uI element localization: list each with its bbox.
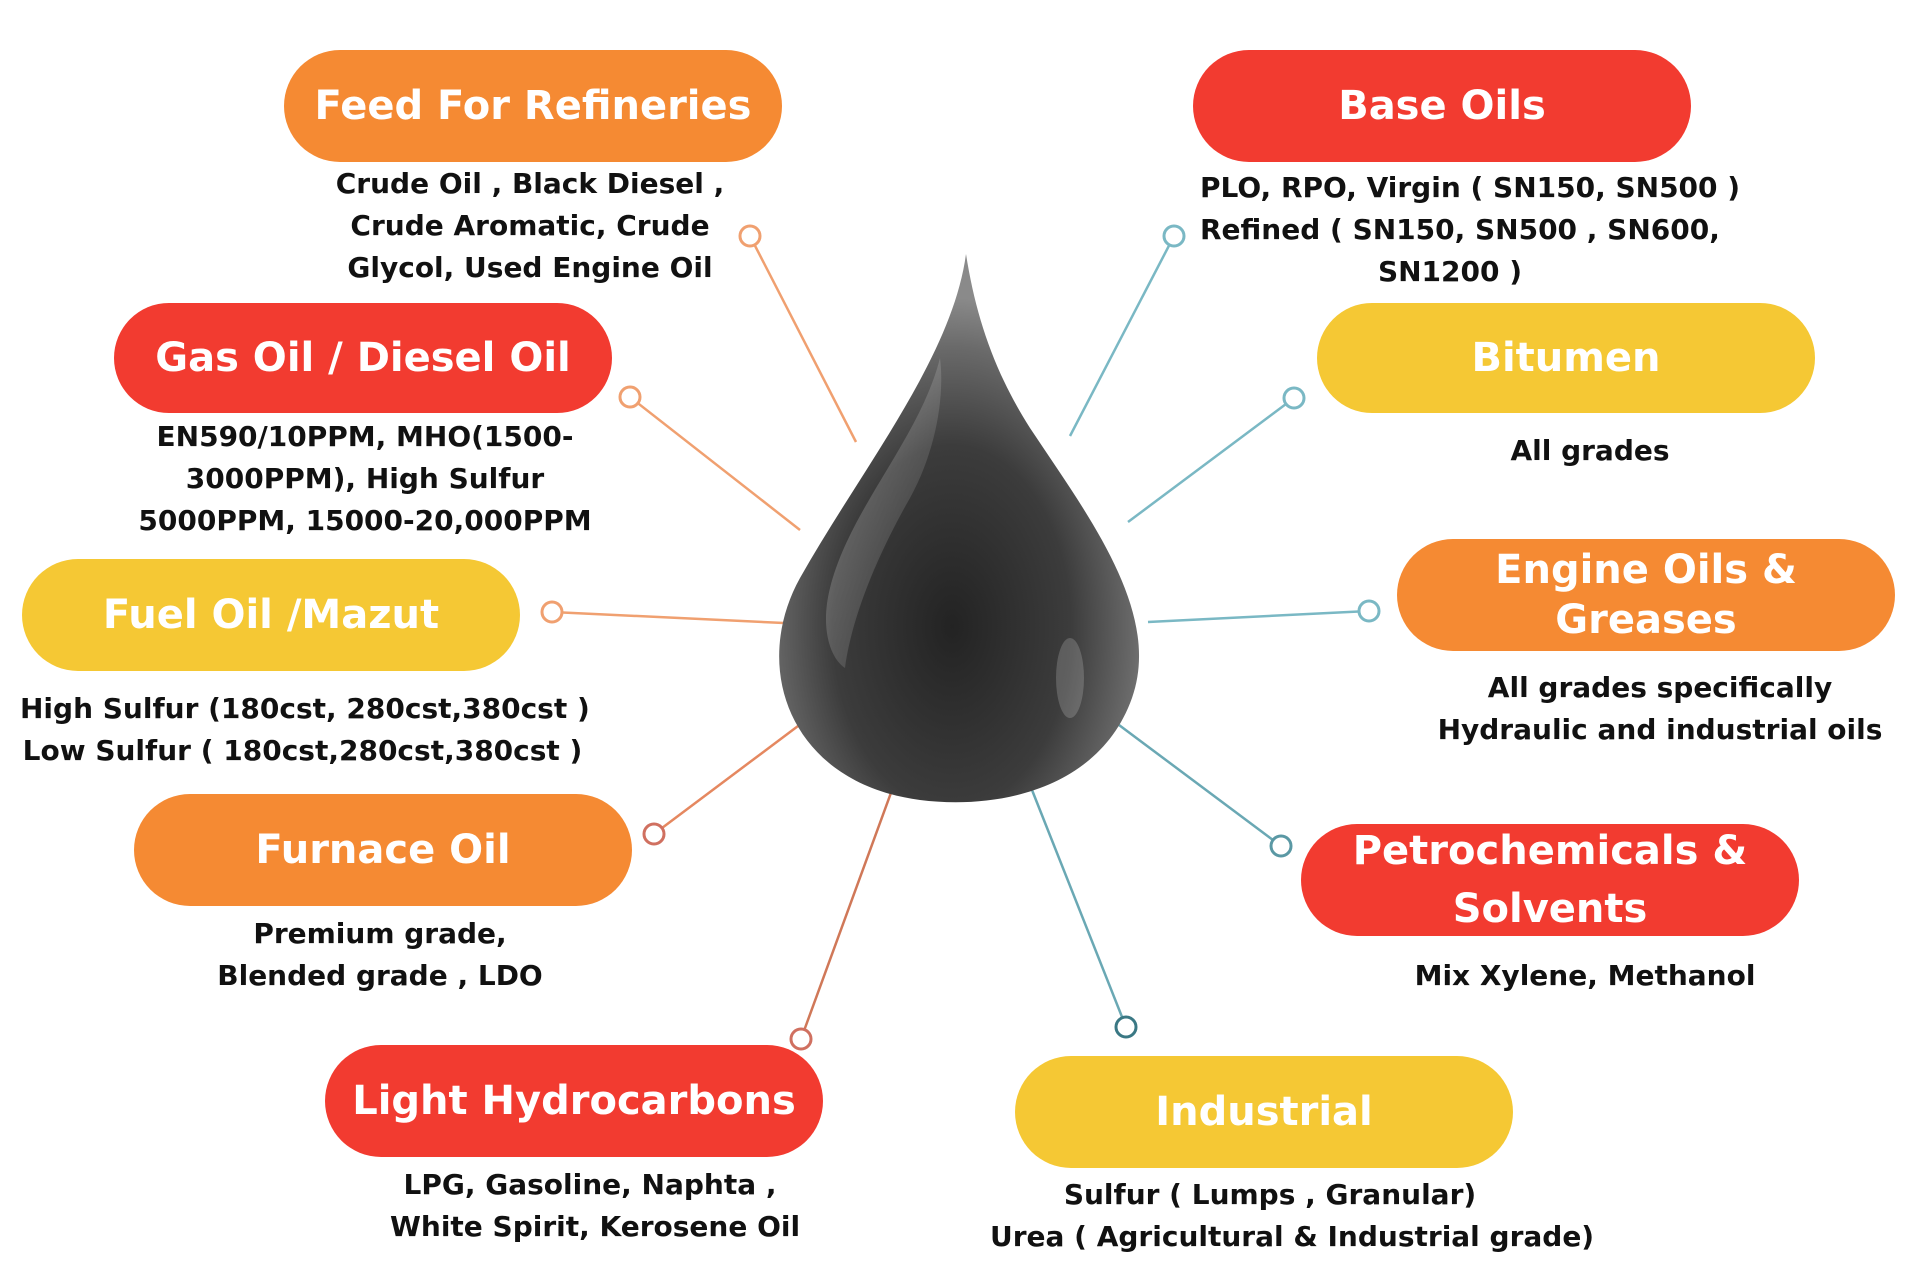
pill-light-hydrocarbons[interactable]: Light Hydrocarbons xyxy=(325,1045,823,1157)
desc-line: Low Sulfur ( 180cst,280cst,380cst ) xyxy=(22,734,583,767)
desc-fuel-oil-mazut: High Sulfur (180cst, 280cst,380cst ) Low… xyxy=(20,688,590,772)
desc-furnace-oil: Premium grade, Blended grade , LDO xyxy=(200,913,560,997)
desc-line: EN590/10PPM, MHO(1500- xyxy=(156,420,574,453)
pill-feed-for-refineries[interactable]: Feed For Refineries xyxy=(284,50,782,162)
desc-petrochemicals-solvents: Mix Xylene, Methanol xyxy=(1380,955,1790,997)
desc-engine-oils-greases: All grades specifically Hydraulic and in… xyxy=(1415,667,1905,751)
pill-bitumen[interactable]: Bitumen xyxy=(1317,303,1815,413)
pill-title: Bitumen xyxy=(1471,335,1661,381)
desc-line: LPG, Gasoline, Naphta , xyxy=(403,1168,777,1201)
pill-title: Engine Oils & Greases xyxy=(1495,547,1797,643)
desc-line: Mix Xylene, Methanol xyxy=(1414,959,1756,992)
pill-fuel-oil-mazut[interactable]: Fuel Oil /Mazut xyxy=(22,559,520,671)
connector-engine xyxy=(1147,599,1381,624)
desc-line: High Sulfur (180cst, 280cst,380cst ) xyxy=(20,692,590,725)
desc-line: SN1200 ) xyxy=(1377,255,1523,288)
desc-line: Refined ( SN150, SN500 , SN600, xyxy=(1200,213,1720,246)
pill-gas-oil-diesel-oil[interactable]: Gas Oil / Diesel Oil xyxy=(114,303,612,413)
pill-title: Fuel Oil /Mazut xyxy=(102,592,440,638)
desc-line: Hydraulic and industrial oils xyxy=(1437,713,1883,746)
connector-petro xyxy=(1114,720,1293,858)
connector-furnace xyxy=(642,716,811,846)
desc-line: 5000PPM, 15000-20,000PPM xyxy=(138,504,592,537)
pill-title: Light Hydrocarbons xyxy=(352,1078,796,1124)
connector-fueloil xyxy=(540,600,785,625)
desc-line: 3000PPM), High Sulfur xyxy=(185,462,545,495)
desc-line: Premium grade, xyxy=(253,917,507,950)
connector-gasoil xyxy=(618,385,801,531)
desc-line: Crude Aromatic, Crude xyxy=(350,209,710,242)
desc-gas-oil-diesel-oil: EN590/10PPM, MHO(1500- 3000PPM), High Su… xyxy=(125,416,605,542)
desc-base-oils: PLO, RPO, Virgin ( SN150, SN500 ) Refine… xyxy=(1200,167,1741,293)
connector-feed xyxy=(738,224,858,443)
pill-furnace-oil[interactable]: Furnace Oil xyxy=(134,794,632,906)
pill-title: Base Oils xyxy=(1338,83,1546,129)
desc-line: Sulfur ( Lumps , Granular) xyxy=(1063,1178,1477,1211)
oil-drop-icon xyxy=(779,254,1140,803)
pill-title: Feed For Refineries xyxy=(314,83,752,129)
desc-line: White Spirit, Kerosene Oil xyxy=(390,1210,801,1243)
desc-line: Urea ( Agricultural & Industrial grade) xyxy=(990,1220,1595,1253)
pill-industrial[interactable]: Industrial xyxy=(1015,1056,1513,1168)
desc-industrial: Sulfur ( Lumps , Granular) Urea ( Agricu… xyxy=(990,1174,1595,1258)
desc-line: Glycol, Used Engine Oil xyxy=(347,251,713,284)
desc-line: All grades xyxy=(1510,434,1670,467)
desc-light-hydrocarbons: LPG, Gasoline, Naphta , White Spirit, Ke… xyxy=(390,1164,801,1248)
pill-title: Gas Oil / Diesel Oil xyxy=(155,335,571,381)
pill-engine-oils-greases[interactable]: Engine Oils & Greases xyxy=(1397,539,1895,651)
pill-title: Industrial xyxy=(1155,1089,1373,1135)
connector-bitumen xyxy=(1127,386,1306,524)
connector-industrial xyxy=(1030,789,1138,1039)
desc-line: PLO, RPO, Virgin ( SN150, SN500 ) xyxy=(1200,171,1741,204)
desc-line: All grades specifically xyxy=(1487,671,1833,704)
pill-title: Petrochemicals & Solvents xyxy=(1352,828,1748,932)
desc-bitumen: All grades xyxy=(1440,430,1740,472)
connector-base xyxy=(1068,224,1186,437)
pill-title: Furnace Oil xyxy=(255,827,511,873)
desc-line: Crude Oil , Black Diesel , xyxy=(335,167,725,200)
desc-feed-for-refineries: Crude Oil , Black Diesel , Crude Aromati… xyxy=(310,163,750,289)
pill-base-oils[interactable]: Base Oils xyxy=(1193,50,1691,162)
desc-line: Blended grade , LDO xyxy=(217,959,543,992)
pill-petrochemicals-solvents[interactable]: Petrochemicals & Solvents xyxy=(1301,824,1799,936)
connector-light xyxy=(789,789,894,1051)
